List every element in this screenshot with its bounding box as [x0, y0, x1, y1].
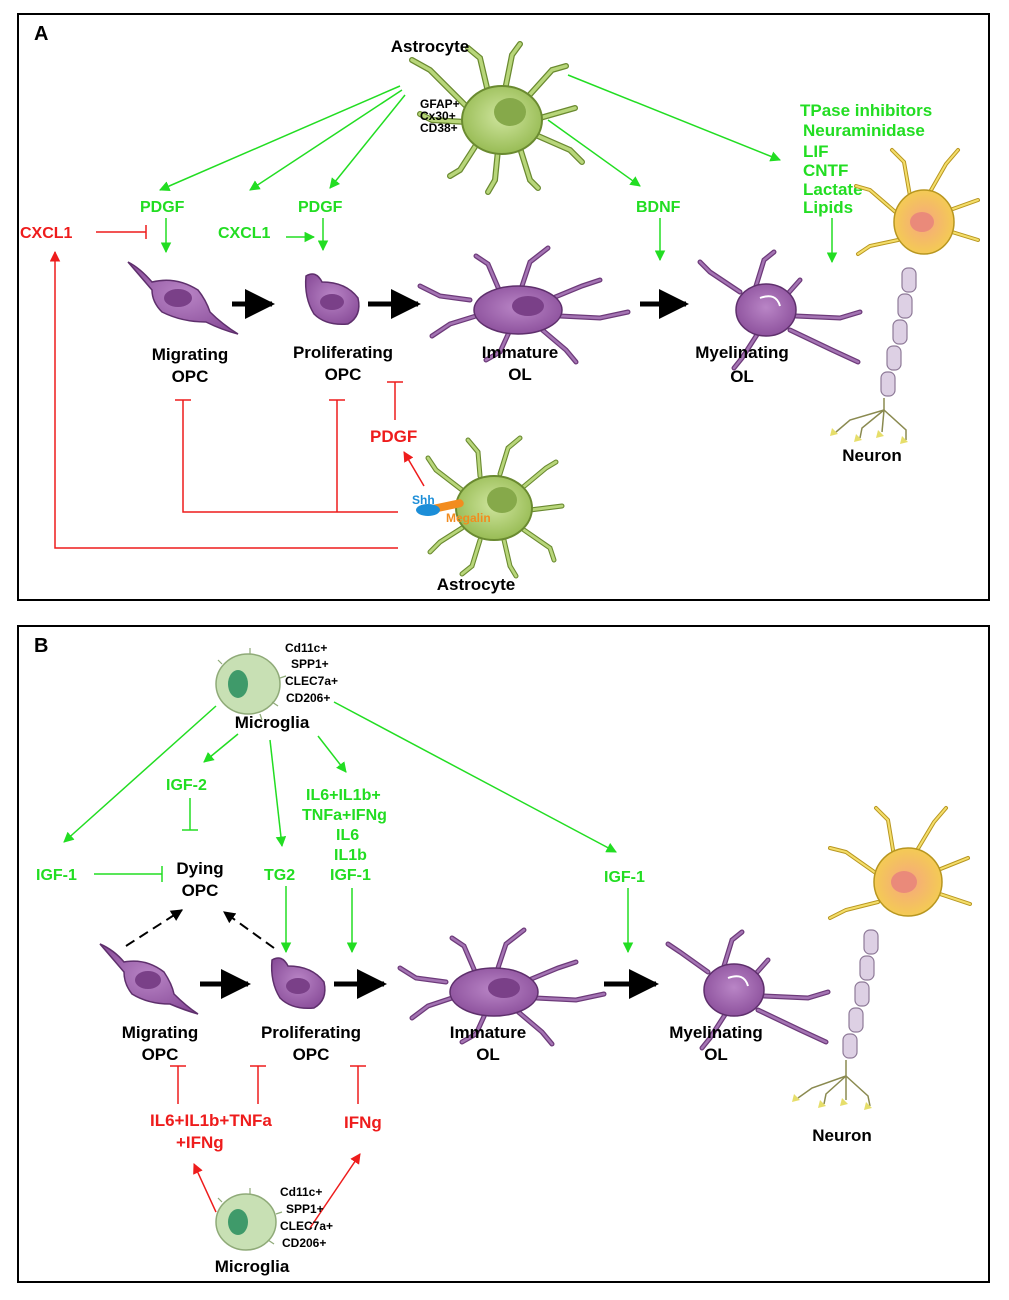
neuron-factor-cntf: CNTF — [803, 161, 848, 180]
microglia-promote-arrows — [63, 701, 634, 954]
cytokine-2: TNFa+IFNg — [302, 807, 387, 824]
immature-ol-cell-b — [397, 927, 607, 1047]
migrating-opc-label-b-1: Migrating — [122, 1023, 199, 1042]
cytokine-1: IL6+IL1b+ — [306, 787, 381, 804]
neuron-factor-lipids: Lipids — [803, 198, 853, 217]
panel-b-border — [17, 625, 990, 1283]
dying-opc-label-1: Dying — [176, 859, 223, 878]
astrocyte-bottom-cell — [416, 435, 565, 579]
panel-a-label: A — [34, 23, 48, 45]
proliferating-opc-label-a-2: OPC — [325, 365, 362, 384]
red-inhibit-b — [170, 1065, 366, 1229]
neuron-factor-tpase: TPase inhibitors — [800, 101, 932, 120]
red-cytokines-1: IL6+IL1b+TNFa — [150, 1111, 272, 1130]
cytokine-list-b: IL6+IL1b+ TNFa+IFNg IL6 IL1b IGF-1 — [302, 787, 387, 884]
microglia-bottom-marker-clec7a: CLEC7a+ — [280, 1219, 333, 1233]
myelinating-ol-label-b-2: OL — [704, 1045, 728, 1064]
neuron-cell-a — [830, 148, 980, 444]
migrating-opc-cell-b — [99, 943, 199, 1015]
myelinating-ol-label-a-2: OL — [730, 367, 754, 386]
migrating-opc-label-a-1: Migrating — [152, 345, 229, 364]
red-inhibit-network-a — [49, 250, 425, 549]
red-cytokines-2: +IFNg — [176, 1133, 224, 1152]
proliferating-opc-label-a-1: Proliferating — [293, 343, 393, 362]
igf1-right-label: IGF-1 — [604, 869, 645, 886]
pdgf-red-label: PDGF — [370, 427, 417, 446]
microglia-top-marker-cd11c: Cd11c+ — [285, 641, 327, 655]
microglia-bottom-cell — [215, 1188, 283, 1251]
astrocyte-bottom-label: Astrocyte — [437, 575, 515, 594]
immature-ol-label-b-1: Immature — [450, 1023, 527, 1042]
neuron-factor-neuraminidase: Neuraminidase — [803, 121, 925, 140]
igf2-label: IGF-2 — [166, 777, 207, 794]
megalin-label: Megalin — [446, 511, 491, 525]
astrocyte-promote-arrows — [159, 74, 838, 264]
neuron-label-a: Neuron — [842, 446, 902, 465]
neuron-factor-lactate: Lactate — [803, 180, 863, 199]
microglia-top-cell — [215, 648, 287, 721]
green-inhibit-b — [94, 798, 198, 882]
dying-opc-label-2: OPC — [182, 881, 219, 900]
migrating-opc-cell-a — [127, 261, 239, 335]
neuron-cell-b — [792, 806, 972, 1110]
microglia-top-marker-cd206: CD206+ — [286, 691, 330, 705]
death-arrows — [125, 909, 275, 949]
microglia-bottom-label: Microglia — [215, 1257, 290, 1276]
astrocyte-marker-cd38: CD38+ — [420, 121, 458, 135]
migrating-opc-label-b-2: OPC — [142, 1045, 179, 1064]
immature-ol-label-a-1: Immature — [482, 343, 559, 362]
cxcl1-green-label: CXCL1 — [218, 225, 271, 242]
proliferating-opc-cell-b — [270, 957, 326, 1010]
neuron-label-b: Neuron — [812, 1126, 872, 1145]
cytokine-3: IL6 — [336, 827, 359, 844]
microglia-bottom-marker-cd11c: Cd11c+ — [280, 1185, 322, 1199]
panel-b-label: B — [34, 635, 48, 657]
ifng-red-label: IFNg — [344, 1113, 382, 1132]
cxcl1-red-label: CXCL1 — [20, 225, 73, 242]
proliferating-opc-cell-a — [304, 273, 360, 326]
shh-label: Shh — [412, 493, 435, 507]
igf1-left-label: IGF-1 — [36, 867, 77, 884]
cytokine-5: IGF-1 — [330, 867, 371, 884]
migrating-opc-label-a-2: OPC — [172, 367, 209, 386]
panel-a-border — [17, 13, 990, 601]
pdgf-label-2: PDGF — [298, 199, 343, 216]
astrocyte-marker-gfap: GFAP+ — [420, 97, 460, 111]
cxcl1-inhibit — [96, 225, 147, 239]
bdnf-label: BDNF — [636, 199, 681, 216]
myelinating-ol-label-b-1: Myelinating — [669, 1023, 763, 1042]
immature-ol-cell-a — [417, 245, 631, 365]
astrocyte-marker-cx30: Cx30+ — [420, 109, 456, 123]
pdgf-label-1: PDGF — [140, 199, 185, 216]
myelinating-ol-label-a-1: Myelinating — [695, 343, 789, 362]
microglia-top-marker-clec7a: CLEC7a+ — [285, 674, 338, 688]
microglia-bottom-marker-spp1: SPP1+ — [286, 1202, 324, 1216]
tg2-label: TG2 — [264, 867, 295, 884]
astrocyte-top-label: Astrocyte — [391, 37, 469, 56]
neuron-factor-lif: LIF — [803, 142, 829, 161]
cytokine-4: IL1b — [334, 847, 367, 864]
myelinating-ol-cell-a — [697, 249, 863, 371]
proliferating-opc-label-b-2: OPC — [293, 1045, 330, 1064]
astrocyte-top-cell — [409, 41, 585, 195]
neuron-factor-list: TPase inhibitors Neuraminidase LIF CNTF … — [800, 101, 932, 217]
microglia-bottom-marker-cd206: CD206+ — [282, 1236, 326, 1250]
microglia-top-label: Microglia — [235, 713, 310, 732]
myelinating-ol-cell-b — [665, 929, 831, 1051]
microglia-top-marker-spp1: SPP1+ — [291, 657, 329, 671]
immature-ol-label-b-2: OL — [476, 1045, 500, 1064]
proliferating-opc-label-b-1: Proliferating — [261, 1023, 361, 1042]
immature-ol-label-a-2: OL — [508, 365, 532, 384]
